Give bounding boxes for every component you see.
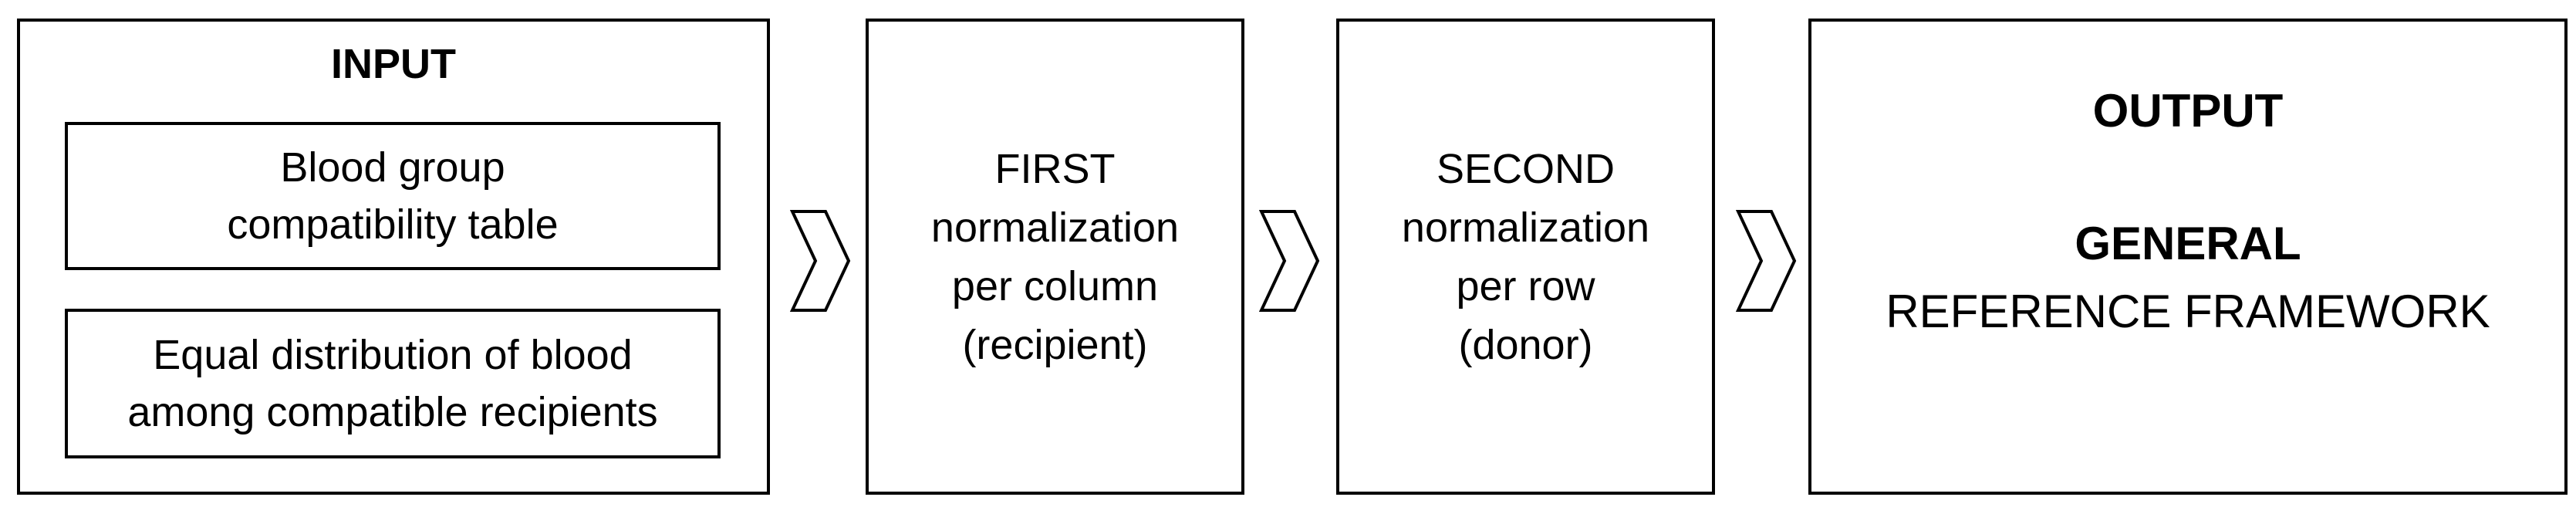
first-step-line-1: FIRST — [994, 145, 1116, 192]
chevron-right-icon — [1259, 210, 1320, 312]
output-general-label: GENERAL — [2075, 218, 2301, 269]
chevron-right-icon — [1736, 210, 1797, 312]
input-item-2-line-1: Equal distribution of blood — [153, 332, 633, 378]
second-step-line-3: per row — [1456, 262, 1595, 309]
second-normalization-box: SECOND normalization per row (donor) — [1336, 19, 1715, 495]
output-reference-framework-label: REFERENCE FRAMEWORK — [1886, 286, 2490, 337]
input-box: INPUT Blood group compatibility table Eq… — [17, 19, 770, 495]
second-step-line-1: SECOND — [1436, 145, 1615, 192]
first-step-line-4: (recipient) — [962, 321, 1148, 368]
input-title: INPUT — [331, 41, 456, 87]
output-box: OUTPUT GENERAL REFERENCE FRAMEWORK — [1808, 19, 2568, 495]
output-title: OUTPUT — [2092, 85, 2284, 137]
first-step-line-3: per column — [951, 262, 1159, 309]
input-item-1-line-1: Blood group — [280, 144, 505, 191]
first-step-line-2: normalization — [930, 204, 1180, 251]
input-item-equal-distribution: Equal distribution of blood among compat… — [65, 309, 721, 458]
first-normalization-box: FIRST normalization per column (recipien… — [866, 19, 1244, 495]
input-item-2-line-2: among compatible recipients — [127, 389, 658, 435]
second-step-line-2: normalization — [1401, 204, 1650, 251]
second-step-line-4: (donor) — [1458, 321, 1593, 368]
chevron-right-icon — [790, 210, 851, 312]
input-item-1-line-2: compatibility table — [227, 201, 559, 248]
input-item-compatibility-table: Blood group compatibility table — [65, 122, 721, 270]
